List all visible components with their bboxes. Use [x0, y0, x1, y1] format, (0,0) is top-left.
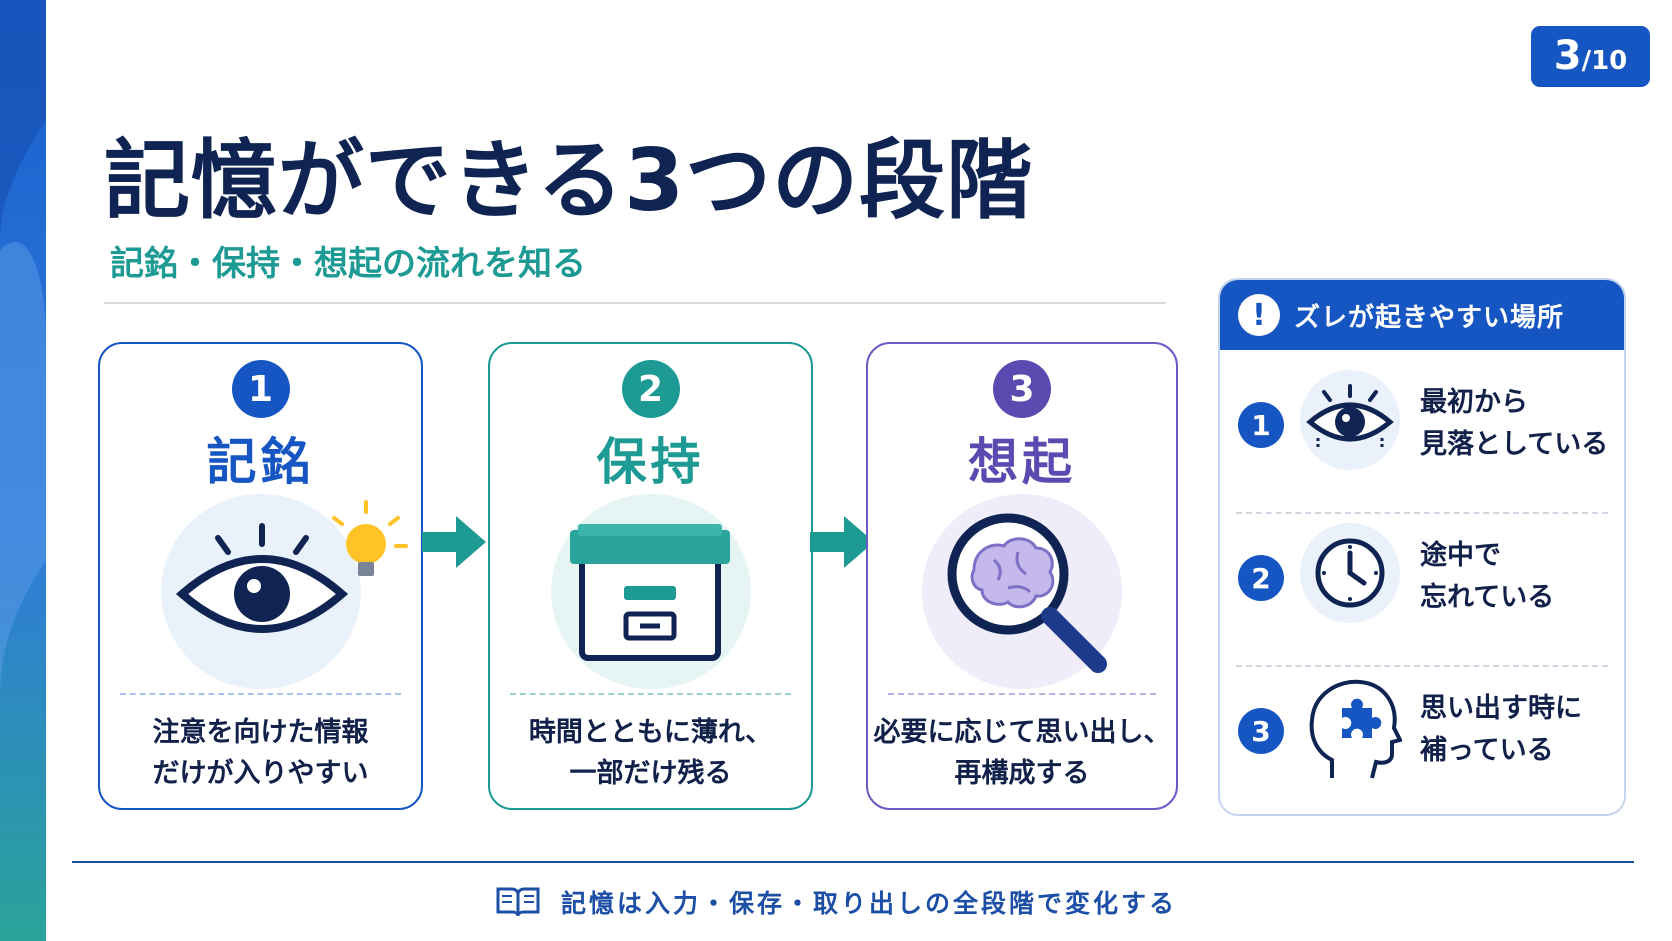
item-line: 途中で — [1420, 540, 1501, 571]
stage-desc-line: 再構成する — [954, 758, 1090, 789]
stage-description: 必要に応じて思い出し、 再構成する — [868, 712, 1176, 794]
panel-item: 1 最初から 見落としている — [1220, 360, 1624, 490]
stage-description: 注意を向けた情報 だけが入りやすい — [100, 712, 421, 794]
item-line: 見落としている — [1420, 429, 1609, 460]
item-line: 最初から — [1420, 387, 1528, 418]
storage-box-icon — [570, 524, 730, 661]
stage-number: 2 — [621, 360, 680, 418]
page-total: /10 — [1581, 46, 1628, 76]
stage-desc-line: 注意を向けた情報 — [152, 717, 369, 748]
item-line: 補っている — [1420, 735, 1554, 766]
page-number-badge: 3 /10 — [1531, 26, 1650, 87]
panel-divider — [1236, 665, 1608, 667]
stage-desc-line: 必要に応じて思い出し、 — [873, 717, 1171, 748]
left-accent-bar — [0, 0, 46, 941]
footer-divider — [72, 861, 1634, 863]
item-text: 最初から 見落としている — [1420, 382, 1608, 466]
item-line: 思い出す時に — [1420, 693, 1582, 724]
stage-number: 1 — [231, 360, 290, 418]
error-points-panel: ! ズレが起きやすい場所 1 最初から 見落としている 2 — [1218, 278, 1626, 816]
stage-card-retention: 2 保持 時間とともに薄れ、 一部だけ残る — [488, 342, 813, 810]
stage-card-recall: 3 想起 必要に応じて思い出し、 再構成する — [866, 342, 1178, 810]
flow-arrow-icon — [810, 516, 874, 568]
stage-card-encoding: 1 記銘 注意を向けた情報 だけが入りやすい — [98, 342, 423, 810]
exclamation-icon: ! — [1238, 294, 1280, 336]
item-number: 3 — [1238, 708, 1284, 754]
clock-icon — [1315, 538, 1385, 608]
brain-magnifier-icon — [947, 513, 1107, 673]
flow-arrow-icon — [422, 516, 486, 568]
stage-desc-line: だけが入りやすい — [152, 758, 369, 789]
stage-name: 想起 — [968, 433, 1076, 491]
stage-description: 時間とともに薄れ、 一部だけ残る — [490, 712, 811, 794]
item-line: 忘れている — [1420, 582, 1555, 613]
stage-divider — [120, 693, 401, 695]
stage-desc-line: 時間とともに薄れ、 — [528, 717, 773, 748]
panel-item: 2 途中で 忘れている — [1220, 513, 1624, 643]
stage-number: 3 — [993, 360, 1051, 418]
panel-title: ズレが起きやすい場所 — [1294, 302, 1565, 333]
footer: 記憶は入力・保存・取り出しの全段階で変化する — [0, 884, 1672, 920]
eye-lightbulb-icon — [175, 500, 408, 633]
stage-name: 記銘 — [206, 433, 315, 491]
item-number: 1 — [1238, 402, 1284, 448]
footer-text: 記憶は入力・保存・取り出しの全段階で変化する — [560, 889, 1177, 918]
page-title: 記憶ができる3つの段階 — [104, 131, 1034, 231]
panel-item: 3 思い出す時に 補っている — [1220, 666, 1624, 796]
stage-desc-line: 一部だけ残る — [569, 758, 732, 789]
item-text: 思い出す時に 補っている — [1420, 688, 1582, 772]
open-book-icon — [496, 887, 540, 917]
panel-header: ! ズレが起きやすい場所 — [1220, 280, 1624, 350]
stage-divider — [888, 693, 1156, 695]
page-subtitle: 記銘・保持・想起の流れを知る — [110, 244, 586, 284]
panel-divider — [1236, 512, 1608, 514]
stage-divider — [510, 693, 791, 695]
item-text: 途中で 忘れている — [1420, 535, 1554, 619]
stage-name: 保持 — [596, 433, 705, 491]
head-puzzle-icon — [1309, 679, 1402, 779]
item-number: 2 — [1238, 555, 1284, 601]
page-current: 3 — [1553, 33, 1582, 79]
title-divider — [104, 302, 1166, 304]
eye-icon — [1306, 384, 1394, 448]
